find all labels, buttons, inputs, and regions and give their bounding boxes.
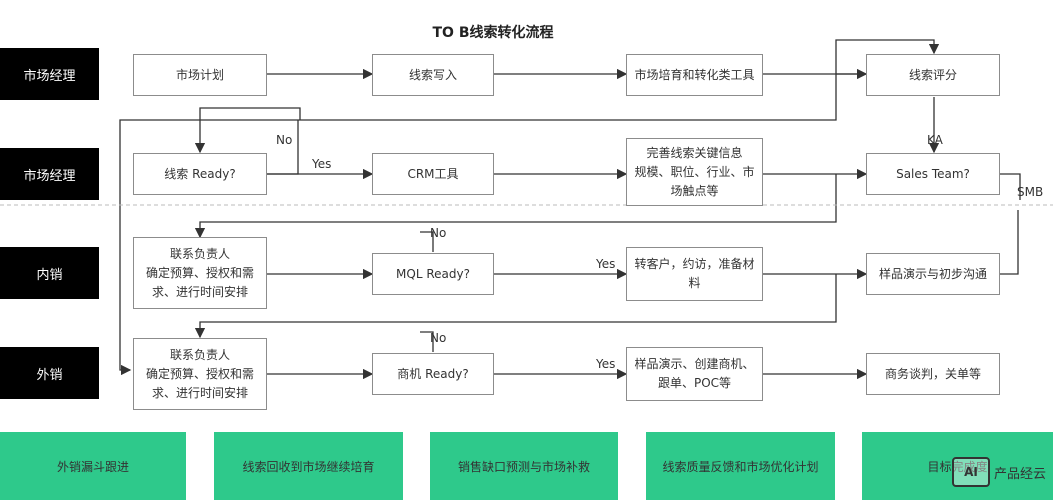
box-negotiation: 商务谈判，关单等 bbox=[866, 353, 1000, 395]
role-outside-sales: 外销 bbox=[0, 347, 99, 399]
label-yes-1: Yes bbox=[312, 157, 332, 171]
box-convert-customer-line2: 料 bbox=[688, 276, 701, 290]
box-convert-customer-line1: 转客户，约访，准备材 bbox=[634, 257, 755, 271]
box-opportunity-ready: 商机 Ready? bbox=[372, 353, 494, 395]
box-mql-ready: MQL Ready? bbox=[372, 253, 494, 295]
box-contact-inside: 联系负责人 确定预算、授权和需 求、进行时间安排 bbox=[133, 237, 267, 309]
box-contact-inside-line2: 确定预算、授权和需 bbox=[145, 265, 254, 280]
footer-lead-feedback: 线索质量反馈和市场优化计划 bbox=[646, 432, 835, 500]
label-ka: KA bbox=[927, 133, 943, 147]
box-lead-score: 线索评分 bbox=[866, 54, 1000, 96]
line-no2 bbox=[420, 231, 434, 252]
role-market-manager-2: 市场经理 bbox=[0, 148, 99, 200]
box-contact-inside-line1: 联系负责人 bbox=[169, 246, 230, 261]
label-yes-3: Yes bbox=[596, 357, 616, 371]
box-sales-team: Sales Team? bbox=[866, 153, 1000, 195]
box-lead-info-line3: 场触点等 bbox=[670, 183, 719, 198]
label-smb: SMB bbox=[1017, 185, 1044, 199]
footer-sales-gap: 销售缺口预测与市场补救 bbox=[430, 432, 618, 500]
box-demo-opportunity-line2: 跟单、POC等 bbox=[657, 376, 732, 390]
box-contact-outside-line1: 联系负责人 bbox=[169, 347, 230, 362]
label-no-2: No bbox=[430, 226, 447, 240]
arrow-loop-score-top bbox=[835, 39, 940, 74]
ai-logo-icon: AI bbox=[952, 457, 990, 487]
arrow-to-contact3 bbox=[194, 174, 837, 239]
box-contact-outside-line2: 确定预算、授权和需 bbox=[145, 366, 254, 381]
line-no3 bbox=[420, 331, 434, 352]
role-market-manager-1: 市场经理 bbox=[0, 48, 99, 100]
box-demo-opportunity-line1: 样品演示、创建商机、 bbox=[634, 357, 755, 371]
arrow-to-ready bbox=[194, 107, 301, 154]
box-sample-demo: 样品演示与初步沟通 bbox=[866, 253, 1000, 295]
box-contact-inside-line3: 求、进行时间安排 bbox=[151, 284, 248, 299]
page-title: TO B线索转化流程 bbox=[432, 25, 554, 41]
line-demo-up bbox=[1000, 210, 1019, 275]
label-yes-2: Yes bbox=[596, 257, 616, 271]
box-crm-tool: CRM工具 bbox=[372, 153, 494, 195]
box-contact-outside-line3: 求、进行时间安排 bbox=[151, 385, 248, 400]
box-lead-ready: 线索 Ready? bbox=[133, 153, 267, 195]
box-contact-outside: 联系负责人 确定预算、授权和需 求、进行时间安排 bbox=[133, 338, 267, 410]
box-lead-info-line1: 完善线索关键信息 bbox=[646, 145, 743, 160]
box-lead-info-line2: 规模、职位、行业、市 bbox=[634, 164, 755, 179]
label-no-3: No bbox=[430, 331, 447, 345]
arrow-to-contact4 bbox=[194, 274, 837, 339]
watermark: AI 产品经云 bbox=[952, 452, 1053, 492]
box-nurture-tools: 市场培育和转化类工具 bbox=[626, 54, 763, 96]
box-market-plan: 市场计划 bbox=[133, 54, 267, 96]
role-inside-sales: 内销 bbox=[0, 247, 99, 299]
box-convert-customer: 转客户，约访，准备材 料 bbox=[626, 247, 763, 301]
footer-goal-completion: 目标完成度 bbox=[862, 432, 1053, 500]
label-no-1: No bbox=[276, 133, 293, 147]
box-lead-write: 线索写入 bbox=[372, 54, 494, 96]
line-smb bbox=[1000, 173, 1021, 200]
box-demo-opportunity: 样品演示、创建商机、 跟单、POC等 bbox=[626, 347, 763, 401]
line-no1 bbox=[267, 120, 299, 175]
watermark-text: 产品经云 bbox=[994, 466, 1047, 482]
footer-outside-funnel: 外销漏斗跟进 bbox=[0, 432, 186, 500]
footer-lead-recycle: 线索回收到市场继续培育 bbox=[214, 432, 403, 500]
arrow-left-loop bbox=[119, 73, 866, 376]
box-lead-info: 完善线索关键信息 规模、职位、行业、市 场触点等 bbox=[626, 138, 763, 206]
